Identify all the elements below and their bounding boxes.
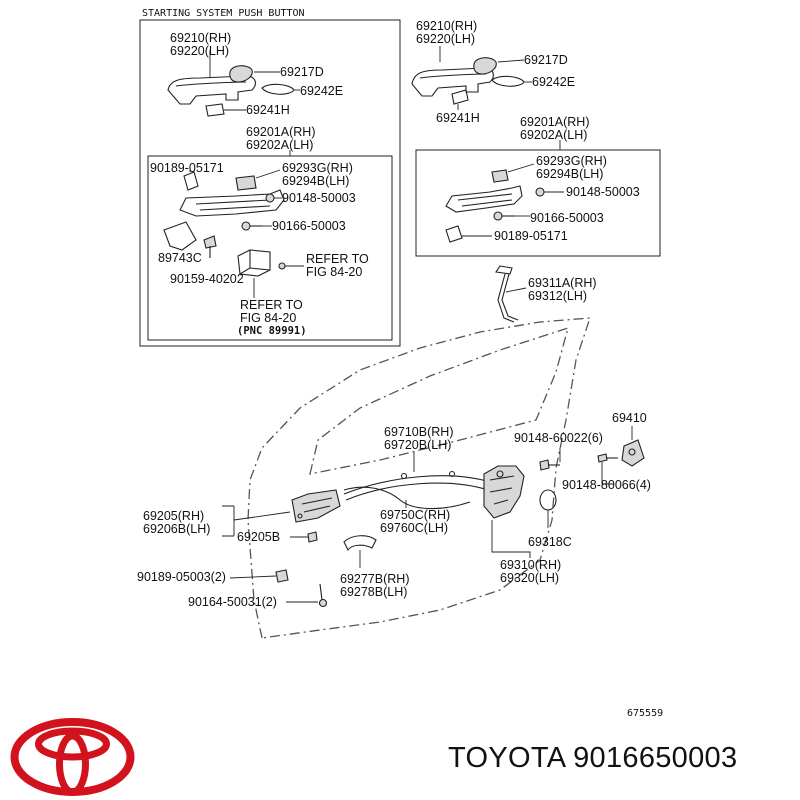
part-label: 69201A(RH) [520, 115, 589, 129]
part-label: 69202A(LH) [520, 128, 587, 142]
inset-title: STARTING SYSTEM PUSH BUTTON [142, 8, 305, 19]
part-label: 90164-50031(2) [188, 595, 277, 609]
part-label: 69202A(LH) [246, 138, 313, 152]
part-label: 69410 [612, 411, 647, 425]
part-label: 69242E [532, 75, 575, 89]
toyota-logo-icon [10, 718, 135, 796]
part-label: FIG 84-20 [306, 265, 362, 279]
handle-cap-rh-part [473, 57, 497, 75]
part-label: 90189-05171 [150, 161, 224, 175]
part-label: 69318C [528, 535, 572, 549]
part-label: 69205B [237, 530, 280, 544]
inside-screw-part [307, 531, 318, 543]
part-label: 69217D [524, 53, 568, 67]
part-label: 89743C [158, 251, 202, 265]
part-label: 69220(LH) [416, 32, 475, 46]
part-label: 90148-50003 [282, 191, 356, 205]
part-label: 69206B(LH) [143, 522, 210, 536]
part-label: 90148-80066(4) [562, 478, 651, 492]
part-label: 69312(LH) [528, 289, 587, 303]
clip-rh-part [445, 225, 463, 243]
lock-cable-part [343, 470, 491, 501]
part-label: 90166-50003 [530, 211, 604, 225]
lock-rod-part [495, 265, 519, 323]
part-label: 69210(RH) [170, 31, 231, 45]
door-lock-part [483, 465, 525, 519]
handle-frame-part [179, 175, 285, 217]
screw-rh-part [493, 211, 514, 221]
door-screw-part [318, 583, 328, 608]
striker-part [621, 439, 645, 467]
part-label: 90159-40202 [170, 272, 244, 286]
ref-number: 675559 [627, 708, 663, 719]
part-label: 69220(LH) [170, 44, 229, 58]
handle-pad-rh-part [491, 75, 525, 87]
lock-screw-part [539, 459, 560, 471]
part-label: 69217D [280, 65, 324, 79]
part-label: 69278B(LH) [340, 585, 407, 599]
part-label: 69750C(RH) [380, 508, 450, 522]
part-label: 90148-60022(6) [514, 431, 603, 445]
part-label: 69320(LH) [500, 571, 559, 585]
handle-seal-rh-part [451, 89, 469, 105]
switch-part [237, 249, 286, 277]
part-label: 69277B(RH) [340, 572, 409, 586]
part-label: 69293G(RH) [282, 161, 353, 175]
part-label: 90189-05171 [494, 229, 568, 243]
striker-bolt-part [597, 453, 618, 463]
part-label: 69205(RH) [143, 509, 204, 523]
inset-box [139, 19, 401, 347]
part-label: 90166-50003 [272, 219, 346, 233]
handle-frame-rh-part [445, 169, 523, 213]
remote-cable-part [343, 486, 471, 510]
part-label: 90189-05003(2) [137, 570, 226, 584]
part-label: REFER TO [240, 298, 303, 312]
handle-pad-part [261, 83, 295, 95]
part-label: 69710B(RH) [384, 425, 453, 439]
part-label: 69294B(LH) [536, 167, 603, 181]
screw-part [241, 221, 262, 231]
bolt-rh-part [535, 187, 545, 197]
clip-part [183, 171, 199, 191]
part-label: 69310(RH) [500, 558, 561, 572]
bolt-part [265, 193, 275, 203]
part-label: 69720B(LH) [384, 438, 451, 452]
door-clip-part [275, 569, 289, 583]
part-label: REFER TO [306, 252, 369, 266]
part-label: 69201A(RH) [246, 125, 315, 139]
part-label: 90148-50003 [566, 185, 640, 199]
door-outline [247, 317, 591, 639]
part-label: 69210(RH) [416, 19, 477, 33]
part-label: 69760C(LH) [380, 521, 448, 535]
cover-part [163, 221, 197, 251]
part-label: FIG 84-20 [240, 311, 296, 325]
part-label: 69293G(RH) [536, 154, 607, 168]
part-label: 69311A(RH) [528, 276, 597, 290]
window-outline [309, 327, 569, 475]
right-subbox [415, 149, 661, 257]
part-label: (PNC 89991) [237, 325, 307, 337]
handle-cap-part [229, 65, 253, 83]
part-label: 69294B(LH) [282, 174, 349, 188]
part-label: 69241H [246, 103, 290, 117]
brand-part-number: TOYOTA 9016650003 [448, 742, 738, 774]
part-label: 69242E [300, 84, 343, 98]
handle-bezel-part [343, 535, 377, 552]
part-label: 69241H [436, 111, 480, 125]
inside-handle-part [291, 489, 341, 523]
inset-subbox [147, 155, 393, 341]
handle-seal-part [205, 103, 225, 117]
screw-small-part [203, 235, 217, 258]
